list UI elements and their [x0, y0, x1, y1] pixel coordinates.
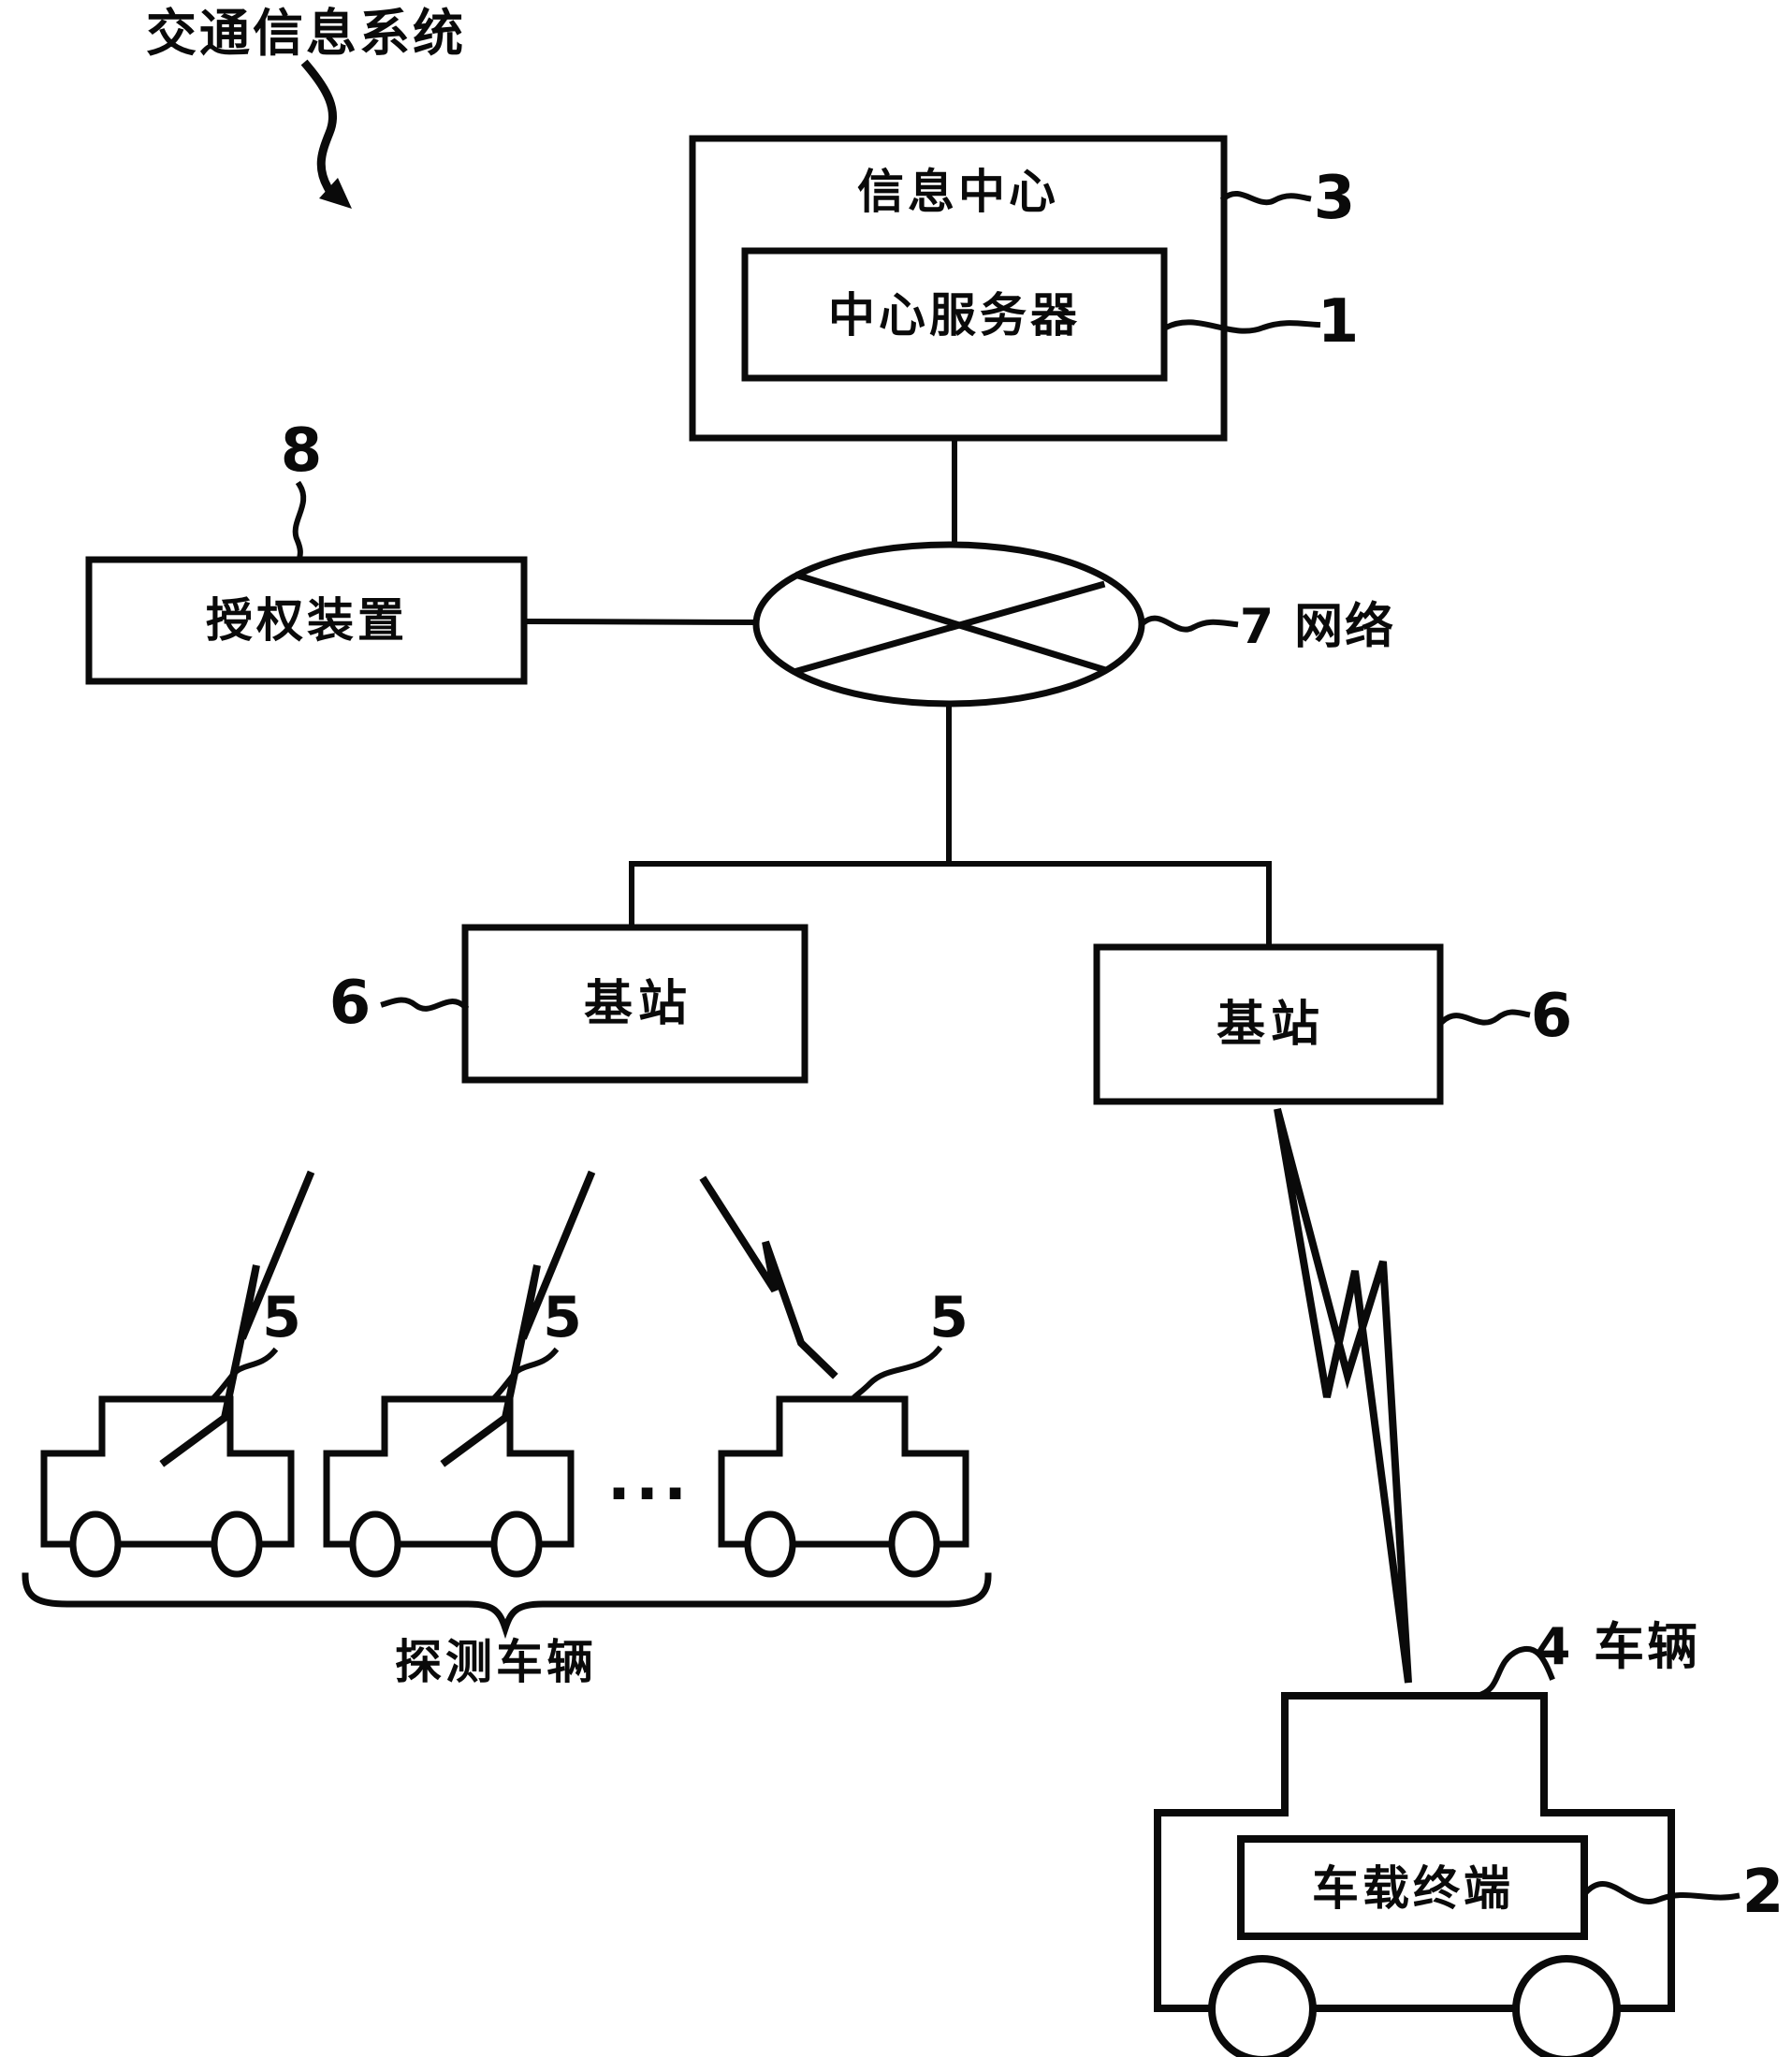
- ref-2: 2: [1741, 1858, 1785, 1927]
- title-arrowhead: [319, 178, 352, 209]
- network-cross-line-1: [794, 571, 1107, 674]
- vehicle-wheel-right: [1512, 1955, 1621, 2057]
- probe-car-3-wheel-left: [744, 1510, 796, 1578]
- base-station-left-label: 基站: [583, 976, 693, 1032]
- probe-car-1-wheel-left: [69, 1510, 122, 1578]
- center-server-label: 中心服务器: [828, 288, 1081, 343]
- center-server-box: [741, 247, 1168, 382]
- onboard-terminal-box: [1237, 1835, 1588, 1940]
- ref-5-second: 5: [543, 1285, 582, 1350]
- title-arrow: [300, 59, 337, 194]
- network-cross-line-2: [793, 580, 1106, 676]
- probe-car-3-wheel-right: [888, 1510, 940, 1578]
- lightning-bolt-large: [1274, 1107, 1412, 1684]
- info-center-box: [689, 135, 1228, 442]
- base-station-right-label: 基站: [1216, 997, 1326, 1053]
- ref-3: 3: [1313, 164, 1356, 233]
- leader-squiggle-2: [1583, 1881, 1741, 1904]
- onboard-terminal-label: 车载终端: [1312, 1861, 1514, 1916]
- ref-6-right: 6: [1530, 982, 1573, 1051]
- probe-ellipsis: ...: [606, 1442, 692, 1514]
- probe-car-3: [718, 1395, 969, 1548]
- probe-group-label: 探测车辆: [395, 1635, 597, 1689]
- network-label: 7 网络: [1239, 599, 1396, 655]
- leader-squiggle-6-left: [380, 997, 470, 1012]
- link-auth-network: [520, 618, 760, 626]
- leader-squiggle-7: [1138, 615, 1239, 633]
- ref-1: 1: [1317, 287, 1360, 357]
- base-station-right-box: [1093, 943, 1444, 1105]
- lightning-bolt-small-1: [159, 1170, 315, 1467]
- leader-squiggle-1: [1161, 319, 1321, 334]
- ref-6-left: 6: [328, 969, 372, 1038]
- leader-squiggle-4: [1473, 1646, 1555, 1700]
- ref-5-first: 5: [262, 1285, 301, 1350]
- lightning-bolt-small-3: [699, 1175, 838, 1379]
- leader-squiggle-5-3: [849, 1345, 943, 1403]
- probe-car-2-wheel-left: [349, 1510, 401, 1578]
- ref-5-third: 5: [929, 1285, 969, 1350]
- vehicle-wheel-left: [1208, 1955, 1317, 2057]
- lightning-bolt-small-2: [440, 1170, 596, 1467]
- leader-squiggle-6-right: [1437, 1009, 1531, 1027]
- probe-car-2-wheel-right: [490, 1510, 543, 1578]
- vehicle-outline: [1154, 1692, 1675, 2012]
- probe-group-brace: [22, 1572, 992, 1640]
- leader-squiggle-8: [292, 480, 307, 562]
- info-center-label: 信息中心: [857, 165, 1059, 219]
- probe-car-2: [323, 1395, 575, 1548]
- vehicle-label: 4 车辆: [1535, 1617, 1701, 1676]
- probe-car-1: [40, 1395, 295, 1548]
- probe-car-1-wheel-right: [211, 1510, 263, 1578]
- leader-squiggle-3: [1219, 190, 1312, 206]
- auth-device-label: 授权装置: [206, 593, 408, 648]
- leader-squiggle-5-2: [489, 1347, 560, 1403]
- leader-squiggle-5-1: [209, 1347, 279, 1403]
- figure-title: 交通信息系统: [146, 4, 466, 63]
- ref-8: 8: [280, 416, 323, 486]
